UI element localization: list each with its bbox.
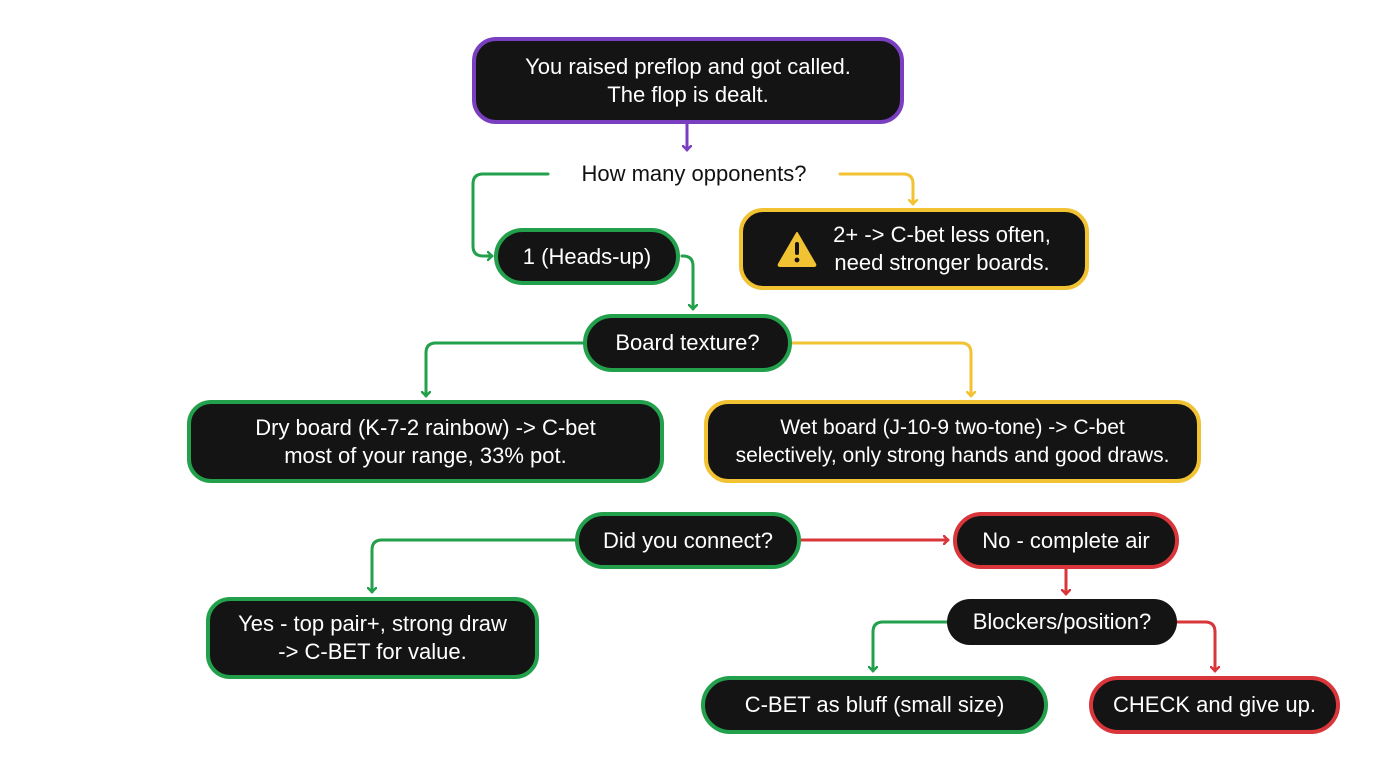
dry-board-line2: most of your range, 33% pot.	[284, 442, 567, 468]
no-air-node: No - complete air	[953, 512, 1179, 569]
heads-up-node: 1 (Heads-up)	[494, 228, 680, 285]
arrow-board-to-wet	[790, 341, 971, 398]
arrow-blockers-to-check	[1175, 620, 1215, 673]
multiway-line2: need stronger boards.	[834, 250, 1050, 275]
dry-board-line1: Dry board (K-7-2 rainbow) -> C-bet	[255, 414, 596, 440]
board-texture-label: Board texture?	[615, 330, 760, 355]
no-air-label: No - complete air	[982, 527, 1150, 553]
arrow-board-to-dry	[426, 341, 585, 398]
dry-board-node: Dry board (K-7-2 rainbow) -> C-bet most …	[187, 400, 664, 483]
arrow-opponents-to-heads-up	[471, 172, 550, 256]
connect-node: Did you connect?	[575, 512, 801, 569]
start-node-line2: The flop is dealt.	[607, 81, 769, 107]
multiway-line1: 2+ -> C-bet less often,	[833, 222, 1051, 247]
blockers-node: Blockers/position?	[947, 599, 1177, 645]
check-label: CHECK and give up.	[1113, 692, 1316, 717]
multiway-node: 2+ -> C-bet less often, need stronger bo…	[739, 208, 1089, 290]
bluff-label: C-BET as bluff (small size)	[744, 692, 1005, 717]
warning-triangle-icon	[777, 232, 817, 267]
bluff-node: C-BET as bluff (small size)	[701, 676, 1048, 734]
blockers-label: Blockers/position?	[972, 609, 1152, 634]
arrow-heads-up-to-board	[680, 254, 693, 311]
wet-board-line1: Wet board (J-10-9 two-tone) -> C-bet	[780, 415, 1125, 439]
yes-line1: Yes - top pair+, strong draw	[238, 611, 507, 636]
wet-board-node: Wet board (J-10-9 two-tone) -> C-bet sel…	[704, 400, 1201, 483]
yes-node: Yes - top pair+, strong draw -> C-BET fo…	[206, 597, 539, 679]
arrow-connect-to-yes	[372, 538, 577, 594]
yes-line2: -> C-BET for value.	[278, 639, 467, 664]
start-node: You raised preflop and got called. The f…	[472, 37, 904, 124]
connect-label: Did you connect?	[603, 527, 773, 553]
start-node-line1: You raised preflop and got called.	[525, 53, 851, 79]
wet-board-line2: selectively, only strong hands and good …	[735, 443, 1170, 467]
arrow-blockers-to-bluff	[873, 620, 949, 673]
question-opponents: How many opponents?	[581, 161, 807, 186]
heads-up-label: 1 (Heads-up)	[522, 243, 652, 269]
board-texture-node: Board texture?	[583, 314, 792, 372]
check-node: CHECK and give up.	[1089, 676, 1340, 734]
arrow-opponents-to-multiway	[838, 172, 913, 206]
